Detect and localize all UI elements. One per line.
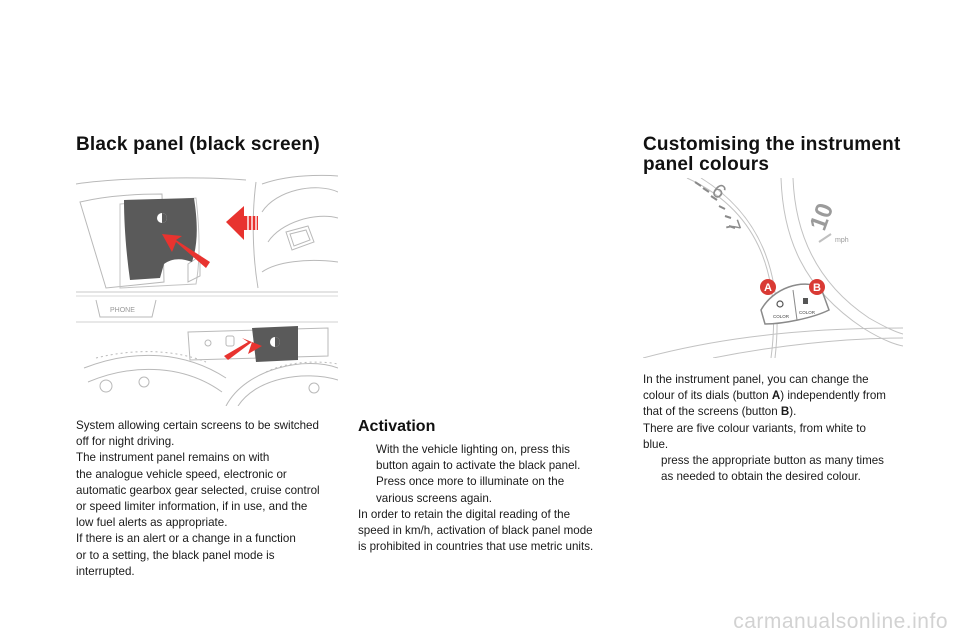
text-line: is prohibited in countries that use metr… — [358, 540, 594, 554]
text-line: press the appropriate button as many tim… — [661, 454, 884, 468]
text-line: as needed to obtain the desired colour. — [661, 470, 861, 484]
activation-content: With the vehicle lighting on, press this… — [358, 442, 626, 555]
heading-line: Customising the instrument — [643, 134, 901, 155]
text-line: or to a setting, the black panel mode is — [76, 548, 275, 562]
text-line: In order to retain the digital reading o… — [358, 507, 571, 521]
text-line: automatic gearbox gear selected, cruise … — [76, 483, 320, 497]
watermark: carmanualsonline.info — [733, 610, 948, 633]
button-b-label: B — [813, 282, 821, 294]
phone-label: PHONE — [110, 307, 135, 314]
text-line: System allowing certain screens to be sw… — [76, 419, 319, 432]
text-line: interrupted. — [76, 564, 135, 578]
dial-number-7: 7 — [720, 217, 744, 235]
text-line: If there is an alert or a change in a fu… — [76, 532, 296, 546]
dial-unit: mph — [835, 237, 849, 244]
black-panel-description: System allowing certain screens to be sw… — [76, 418, 344, 580]
customising-description: In the instrument panel, you can change … — [643, 372, 911, 485]
text-line: off for night driving. — [76, 435, 175, 449]
text-line: or speed limiter information, if in use,… — [76, 500, 308, 514]
black-panel-illustration: PHONE — [76, 172, 338, 406]
text-line: various screens again. — [376, 491, 492, 505]
heading-line: panel colours — [643, 154, 770, 175]
text-line: button again to activate the black panel… — [376, 459, 581, 473]
customising-heading: Customising the instrument panel colours — [643, 135, 901, 175]
text-line: low fuel alerts as appropriate. — [76, 516, 228, 530]
bullet-item: Press once more to illuminate on the var… — [358, 474, 626, 506]
bullet-marker-icon — [643, 453, 661, 485]
bullet-marker-icon — [358, 474, 376, 506]
color-button-a-text: COLOR — [773, 314, 790, 319]
text-line: There are five colour variants, from whi… — [643, 421, 866, 435]
color-button-b-text: COLOR — [799, 310, 816, 315]
button-a-ref: A — [771, 389, 781, 403]
text-line: that of the screens (button B). — [643, 405, 797, 419]
text-line: In the instrument panel, you can change … — [643, 373, 869, 386]
text-line: blue. — [643, 437, 669, 451]
instrument-colour-illustration: 6 7 10 mph COLOR COLOR A B — [643, 178, 903, 358]
dial-number-10: 10 — [805, 200, 840, 234]
activation-heading: Activation — [358, 418, 436, 435]
text-line: Press once more to illuminate on the — [376, 475, 565, 489]
text-line: With the vehicle lighting on, press this — [376, 443, 570, 456]
text-line: speed in km/h, activation of black panel… — [358, 524, 593, 538]
button-a-label: A — [764, 282, 772, 294]
text-line: the analogue vehicle speed, electronic o… — [76, 467, 287, 481]
bullet-item: press the appropriate button as many tim… — [643, 453, 911, 485]
button-b-ref: B — [780, 405, 790, 419]
text-line: colour of its dials (button A) independe… — [643, 389, 886, 403]
text-line: The instrument panel remains on with — [76, 451, 270, 465]
bullet-marker-icon — [358, 442, 376, 474]
black-panel-heading: Black panel (black screen) — [76, 134, 320, 155]
dial-number-6: 6 — [707, 180, 730, 204]
bullet-item: With the vehicle lighting on, press this… — [358, 442, 626, 474]
